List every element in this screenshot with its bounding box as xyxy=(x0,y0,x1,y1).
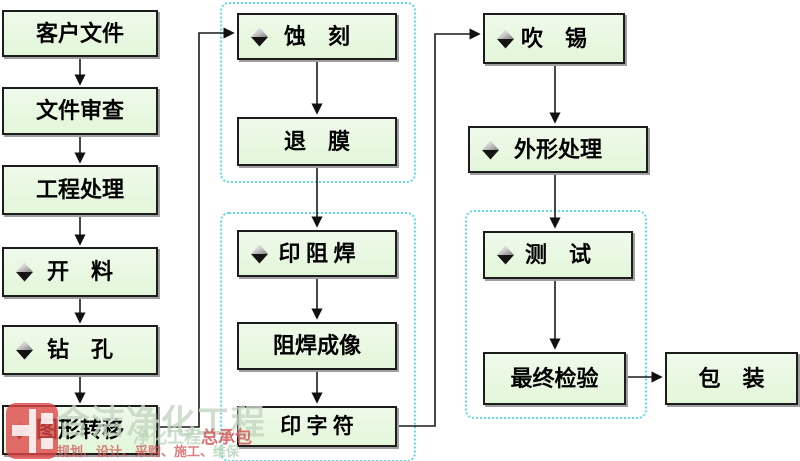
diamond-icon xyxy=(16,262,33,282)
node-label: 吹 锡 xyxy=(520,25,587,51)
node-label: 退 膜 xyxy=(283,128,350,154)
node-engineering-process: 工程处理 xyxy=(2,165,158,215)
node-label: 钻 孔 xyxy=(46,337,113,362)
diamond-icon xyxy=(497,29,514,48)
group-test-inspect xyxy=(465,210,647,419)
node-label: 图形转移 xyxy=(35,417,124,442)
diamond-icon xyxy=(482,140,499,159)
node-label: 外形处理 xyxy=(513,136,602,162)
diamond-icon xyxy=(11,420,28,440)
diamond-icon xyxy=(16,340,33,360)
node-label: 工程处理 xyxy=(35,177,124,202)
node-label: 蚀 刻 xyxy=(283,23,350,49)
node-customer-files: 客户文件 xyxy=(2,10,158,57)
node-label: 测 试 xyxy=(524,242,591,267)
node-hot-air-tin: 吹 锡 xyxy=(483,13,625,64)
node-label: 客户文件 xyxy=(35,20,124,46)
node-print-solder-mask: 印 阻 焊 xyxy=(237,230,397,277)
node-label: 阻焊成像 xyxy=(272,333,361,358)
node-label: 印 阻 焊 xyxy=(278,240,356,266)
group-etch-strip xyxy=(220,2,416,183)
diamond-icon xyxy=(251,244,268,263)
node-cutting: 开 料 xyxy=(2,247,158,297)
node-label: 印 字 符 xyxy=(280,414,354,438)
node-file-review: 文件审查 xyxy=(2,87,158,135)
node-solder-mask-imaging: 阻焊成像 xyxy=(237,322,397,370)
diamond-icon xyxy=(251,27,268,46)
node-etching: 蚀 刻 xyxy=(237,13,397,60)
node-label: 包 装 xyxy=(698,365,765,391)
connector-legend-to-tin xyxy=(397,28,481,427)
diamond-icon xyxy=(497,245,514,265)
node-pattern-transfer: 图形转移 xyxy=(2,405,158,455)
node-print-legend: 印 字 符 xyxy=(237,406,397,447)
connector-pattern-to-etching xyxy=(158,27,235,428)
node-profile-processing: 外形处理 xyxy=(468,126,648,173)
node-label: 文件审查 xyxy=(35,98,124,123)
node-label: 开 料 xyxy=(46,259,113,284)
node-final-inspection: 最终检验 xyxy=(483,352,626,405)
node-packaging: 包 装 xyxy=(665,352,798,405)
node-label: 最终检验 xyxy=(510,365,599,391)
node-strip-film: 退 膜 xyxy=(237,117,397,166)
node-drilling: 钻 孔 xyxy=(2,325,158,375)
node-testing: 测 试 xyxy=(483,231,633,279)
